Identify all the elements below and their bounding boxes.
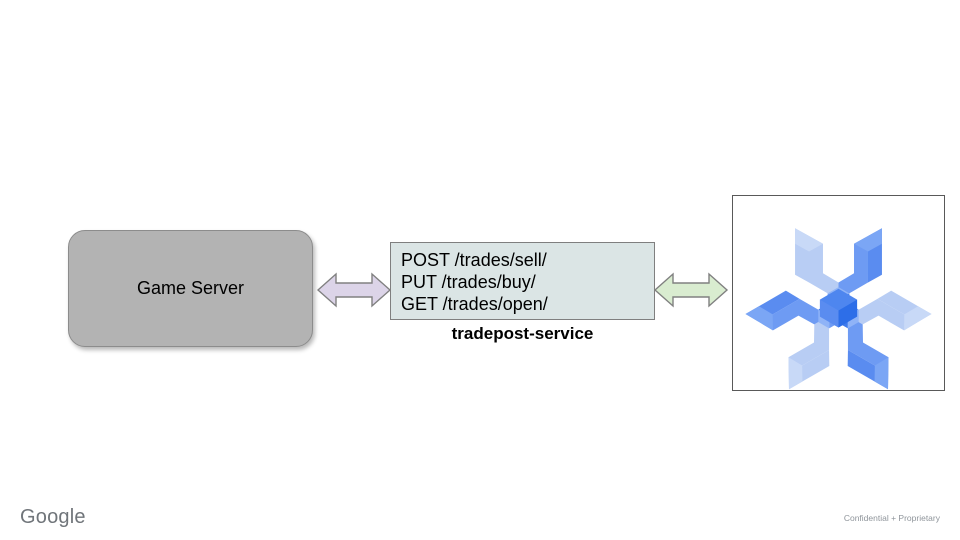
double-arrow-shape (316, 272, 392, 308)
endpoint-line-post: POST /trades/sell/ (401, 250, 547, 270)
footer-brand: Google (20, 506, 86, 528)
node-tradepost-service-caption: tradepost-service (451, 324, 594, 343)
footer-confidentiality-notice: Confidential + Proprietary (843, 513, 940, 523)
connector-game-server-to-service[interactable] (316, 268, 392, 312)
logo-hub (819, 288, 858, 328)
endpoint-line-put: PUT /trades/buy/ (401, 272, 536, 292)
endpoint-line-get: GET /trades/open/ (401, 294, 548, 314)
node-game-server-label: Game Server (136, 277, 245, 298)
double-arrow-shape (653, 272, 729, 308)
agones-trident-logo-icon (745, 228, 932, 390)
connector-service-to-platform[interactable] (653, 268, 729, 312)
node-game-server[interactable]: Game Server (68, 230, 313, 347)
platform-logo-frame[interactable] (732, 195, 945, 391)
node-tradepost-service[interactable]: POST /trades/sell/ PUT /trades/buy/ GET … (390, 242, 655, 320)
